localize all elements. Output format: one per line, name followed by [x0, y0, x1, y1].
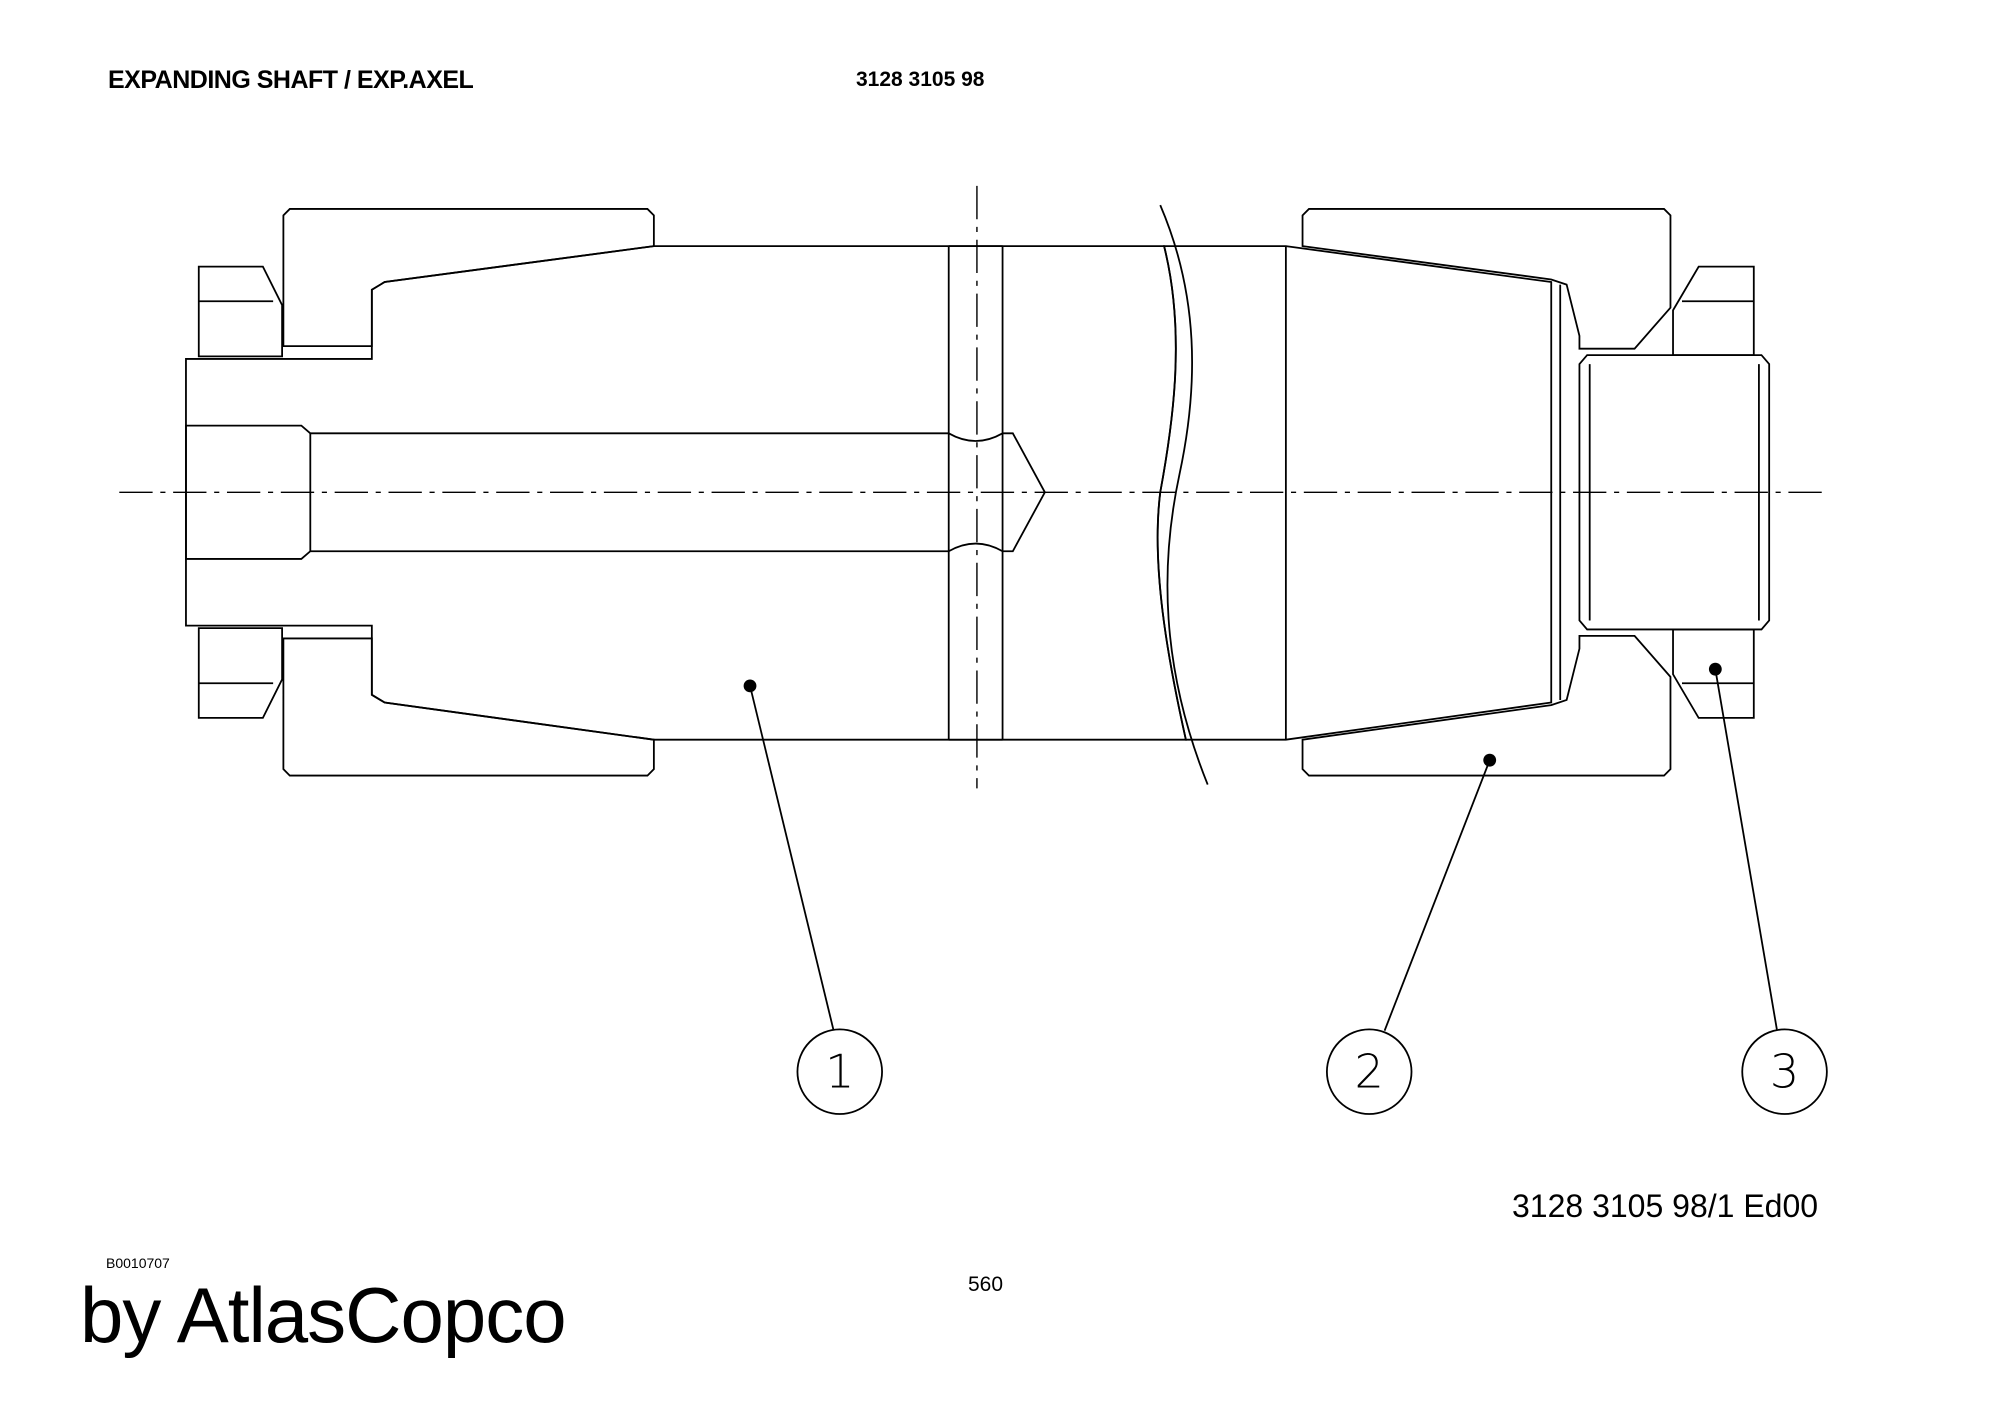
- page-title: EXPANDING SHAFT / EXP.AXEL: [108, 66, 474, 94]
- balloon-1: 1: [743, 679, 883, 1115]
- balloon-3: 3: [1708, 662, 1828, 1115]
- right-nut-part-3: [1672, 265, 1755, 719]
- image-id: B0010707: [106, 1255, 170, 1271]
- svg-text:3: 3: [1770, 1045, 1799, 1099]
- brand-logo-text: by AtlasCopco: [80, 1271, 567, 1359]
- drawing-reference: 3128 3105 98/1 Ed00: [1512, 1188, 1819, 1224]
- svg-text:2: 2: [1355, 1045, 1384, 1099]
- balloon-2: 2: [1326, 753, 1497, 1115]
- part-number: 3128 3105 98: [856, 68, 985, 91]
- page-number: 560: [968, 1273, 1004, 1296]
- left-sleeve: [282, 208, 655, 777]
- left-nut: [197, 265, 284, 719]
- right-sleeve-part-2: [1301, 208, 1672, 777]
- svg-text:1: 1: [825, 1045, 854, 1099]
